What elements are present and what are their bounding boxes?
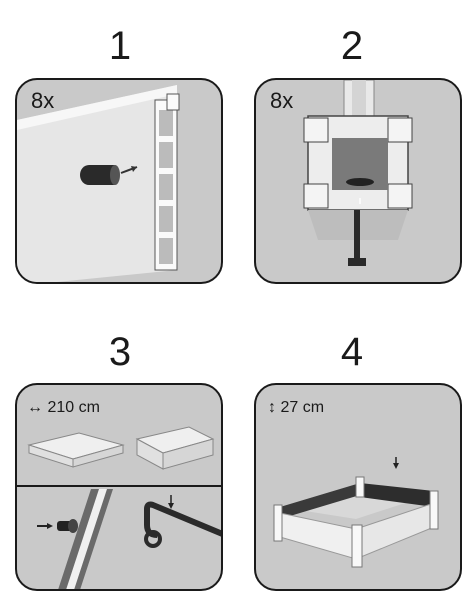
step-3-number: 3 <box>108 330 132 374</box>
step-2-number: 2 <box>340 24 364 68</box>
step-4-dimension: ↕ 27 cm <box>268 399 325 416</box>
step-1-panel: 8x <box>15 78 223 284</box>
assembled-frame-illustration <box>273 457 439 568</box>
step-3-divider <box>17 485 221 487</box>
step-3-dimension: ↔ 210 cm <box>27 399 100 416</box>
sliding-boards-illustration <box>27 426 221 589</box>
step-2-panel: 8x <box>254 78 462 284</box>
vertical-arrow-icon: ↕ <box>268 399 276 416</box>
step-4-number: 4 <box>340 330 364 374</box>
step-3-panel: ↔ 210 cm <box>15 383 223 591</box>
step-1-number: 1 <box>108 24 132 68</box>
step-2-quantity: 8x <box>270 88 294 113</box>
step-4-panel: ↕ 27 cm <box>254 383 462 591</box>
board-with-bolt-illustration <box>17 85 180 282</box>
step-1-quantity: 8x <box>31 88 55 113</box>
horizontal-arrow-icon: ↔ <box>27 399 43 416</box>
corner-post-illustration <box>303 80 413 266</box>
